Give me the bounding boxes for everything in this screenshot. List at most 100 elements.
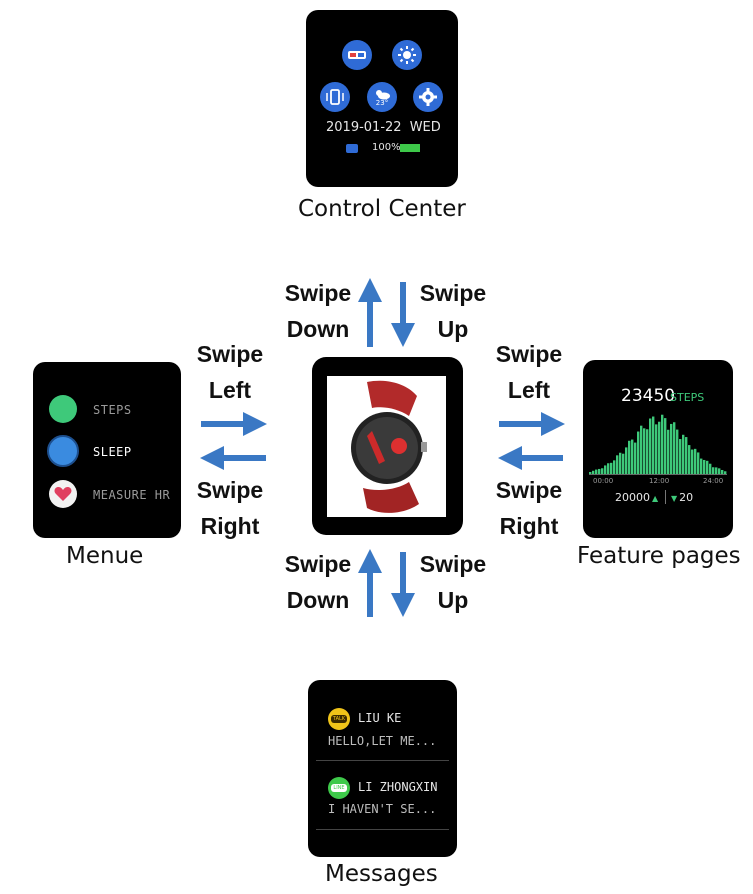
histogram-bar [625,447,628,474]
steps-value: 23450 [621,386,676,406]
histogram-bar [685,437,688,474]
messages-caption: Messages [325,861,438,887]
menu-item-measure-hr[interactable]: MEASURE HR [33,480,181,516]
weather-temp: 23° [375,98,389,107]
steps-histogram [589,414,727,474]
divider [665,490,666,504]
histogram-bar [667,429,670,474]
histogram-bar [622,453,625,474]
time-tick-start: 00:00 [593,477,614,485]
histogram-bar [613,460,616,474]
histogram-bar [598,468,601,474]
histogram-bar [721,469,724,474]
feature-pages-screen: 23450 STEPS 00:00 12:00 24:00 20000▲ ▼20 [583,360,733,538]
histogram-bar [679,439,682,474]
heart-icon [49,480,77,508]
menu-screen: STEPS SLEEP MEASURE HR [33,362,181,538]
axis-line [589,474,727,475]
histogram-bar [703,459,706,474]
message-sender-2: LI ZHONGXIN [358,780,438,794]
message-divider-1 [316,760,449,761]
time-tick-end: 24:00 [703,477,724,485]
watch-face-screen [312,357,463,535]
triangle-up-icon: ▲ [652,494,659,503]
3d-glasses-icon [342,40,372,70]
histogram-bar [655,424,658,474]
histogram-bar [718,468,721,474]
date-text: 2019-01-22 WED [326,120,441,135]
low-value: ▼20 [671,491,694,504]
histogram-bar [604,465,607,474]
battery-icon [400,144,420,152]
histogram-bar [676,429,679,474]
histogram-bar [652,416,655,474]
histogram-bar [643,428,646,474]
histogram-bar [610,462,613,474]
histogram-bar [595,469,598,474]
histogram-bar [715,467,718,474]
message-sender-1: LIU KE [358,711,402,725]
control-center-caption: Control Center [298,196,466,222]
histogram-bar [619,452,622,474]
histogram-bar [688,445,691,474]
histogram-bar [682,434,685,474]
histogram-bar [706,460,709,474]
histogram-bar [700,458,703,474]
weather-icon: 23° [367,82,397,112]
triangle-down-icon: ▼ [671,494,678,503]
messages-screen: TALK LIU KE HELLO,LET ME... LINE LI ZHON… [308,680,457,857]
goal-value: 20000▲ [615,491,659,504]
time-tick-mid: 12:00 [649,477,670,485]
histogram-bar [634,442,637,474]
message-preview-1: HELLO,LET ME... [328,734,437,748]
message-preview-2: I HAVEN'T SE... [328,802,437,816]
histogram-bar [607,463,610,474]
histogram-bar [649,418,652,474]
control-center-screen: 23° 2019-01-22 WED 100% [306,10,458,187]
gear-icon [413,82,443,112]
talk-app-icon: TALK [328,708,350,730]
histogram-bar [589,472,592,474]
steps-unit: STEPS [670,391,705,404]
brightness-icon [392,40,422,70]
histogram-bar [673,422,676,474]
battery-percent: 100% [372,142,401,153]
histogram-bar [709,463,712,474]
histogram-bar [637,431,640,474]
bluetooth-icon [346,144,358,153]
histogram-bar [601,468,604,474]
histogram-bar [658,421,661,474]
menu-caption: Menue [66,543,144,569]
histogram-bar [691,449,694,474]
line-app-icon: LINE [328,777,350,799]
menu-item-sleep[interactable]: SLEEP [33,435,181,473]
histogram-bar [631,439,634,474]
histogram-bar [724,471,727,474]
histogram-bar [712,467,715,474]
histogram-bar [628,440,631,474]
histogram-bar [670,423,673,474]
histogram-bar [592,470,595,474]
histogram-bar [694,448,697,474]
histogram-bar [640,425,643,474]
menu-item-steps[interactable]: STEPS [33,395,181,431]
histogram-bar [661,414,664,474]
watch-image-frame [327,376,446,517]
smartwatch-image [351,380,427,513]
vibrate-icon [320,82,350,112]
histogram-bar [697,452,700,474]
histogram-bar [646,429,649,474]
shoe-icon [49,395,77,423]
message-divider-2 [316,829,449,830]
histogram-bar [664,418,667,474]
moon-icon [47,435,79,467]
